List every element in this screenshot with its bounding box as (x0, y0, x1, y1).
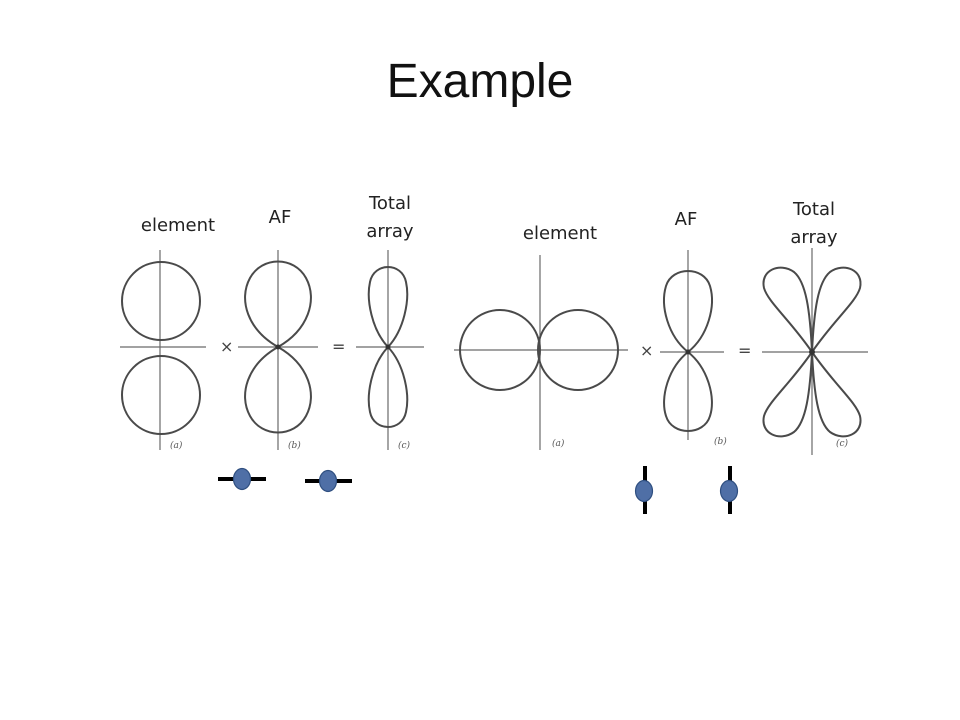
left-dipole-1-element-icon (232, 467, 252, 491)
right-dipole-2-element-icon (719, 479, 739, 503)
right-times-operator: × (640, 341, 653, 360)
right-element-left-lobe (459, 309, 541, 391)
left-times-operator: × (220, 337, 233, 356)
right-af-caption: (b) (714, 436, 727, 447)
left-dipole-pair (218, 467, 352, 493)
left-element-lower-lobe (121, 355, 201, 435)
right-element-text: element (522, 223, 598, 244)
right-total-upper-left-lobe (762, 266, 814, 356)
left-af-caption: (b) (288, 440, 301, 451)
left-total-upper-lobe (367, 266, 409, 349)
left-total-caption: (c) (398, 440, 411, 451)
right-element-right-lobe (537, 309, 619, 391)
left-total-pattern: (c) (356, 250, 424, 451)
left-af-pattern: (b) (238, 250, 318, 451)
right-element-caption: (a) (552, 438, 565, 449)
right-element-label: element (510, 220, 610, 248)
right-total-lower-right-lobe (810, 348, 862, 438)
right-element-pattern: (a) (454, 255, 628, 450)
right-total-line2: array (790, 227, 838, 248)
right-total-origin-dot (809, 349, 815, 355)
right-af-origin-dot (685, 349, 691, 355)
left-af-label: AF (250, 204, 310, 232)
left-total-line2: array (366, 221, 414, 242)
right-af-text: AF (674, 209, 698, 230)
right-total-line1: Total (792, 199, 836, 220)
right-af-pattern: (b) (660, 250, 727, 447)
left-element-caption: (a) (170, 440, 183, 451)
left-element-text: element (140, 215, 216, 236)
left-af-upper-lobe (244, 260, 312, 349)
left-dipole-1 (218, 467, 266, 491)
right-total-upper-right-lobe (810, 266, 862, 356)
right-dipole-pair (634, 466, 739, 514)
left-dipole-2 (305, 469, 352, 493)
right-total-array-label: Total array (774, 196, 854, 252)
left-af-lower-lobe (244, 345, 312, 434)
right-dipole-1 (634, 466, 654, 514)
slide-title: Example (386, 55, 574, 108)
right-dipole-2 (719, 466, 739, 514)
left-af-origin-dot (275, 344, 281, 350)
right-total-lower-left-lobe (762, 348, 814, 438)
left-total-lower-lobe (367, 345, 409, 428)
right-total-caption: (c) (836, 438, 849, 449)
left-element-pattern: (a) (120, 250, 206, 451)
left-element-label: element (128, 212, 228, 240)
right-dipole-1-element-icon (634, 479, 654, 503)
right-equals-operator: = (738, 341, 751, 360)
left-total-line1: Total (368, 193, 412, 214)
left-dipole-2-element-icon (318, 469, 338, 493)
left-element-upper-lobe (121, 261, 201, 341)
right-total-pattern: (c) (762, 248, 868, 455)
left-total-array-label: Total array (350, 190, 430, 246)
right-af-lower-lobe (663, 350, 713, 432)
left-equals-operator: = (332, 337, 345, 356)
right-af-upper-lobe (663, 270, 713, 354)
right-af-label: AF (656, 206, 716, 234)
left-af-text: AF (268, 207, 292, 228)
left-total-origin-dot (385, 344, 391, 350)
